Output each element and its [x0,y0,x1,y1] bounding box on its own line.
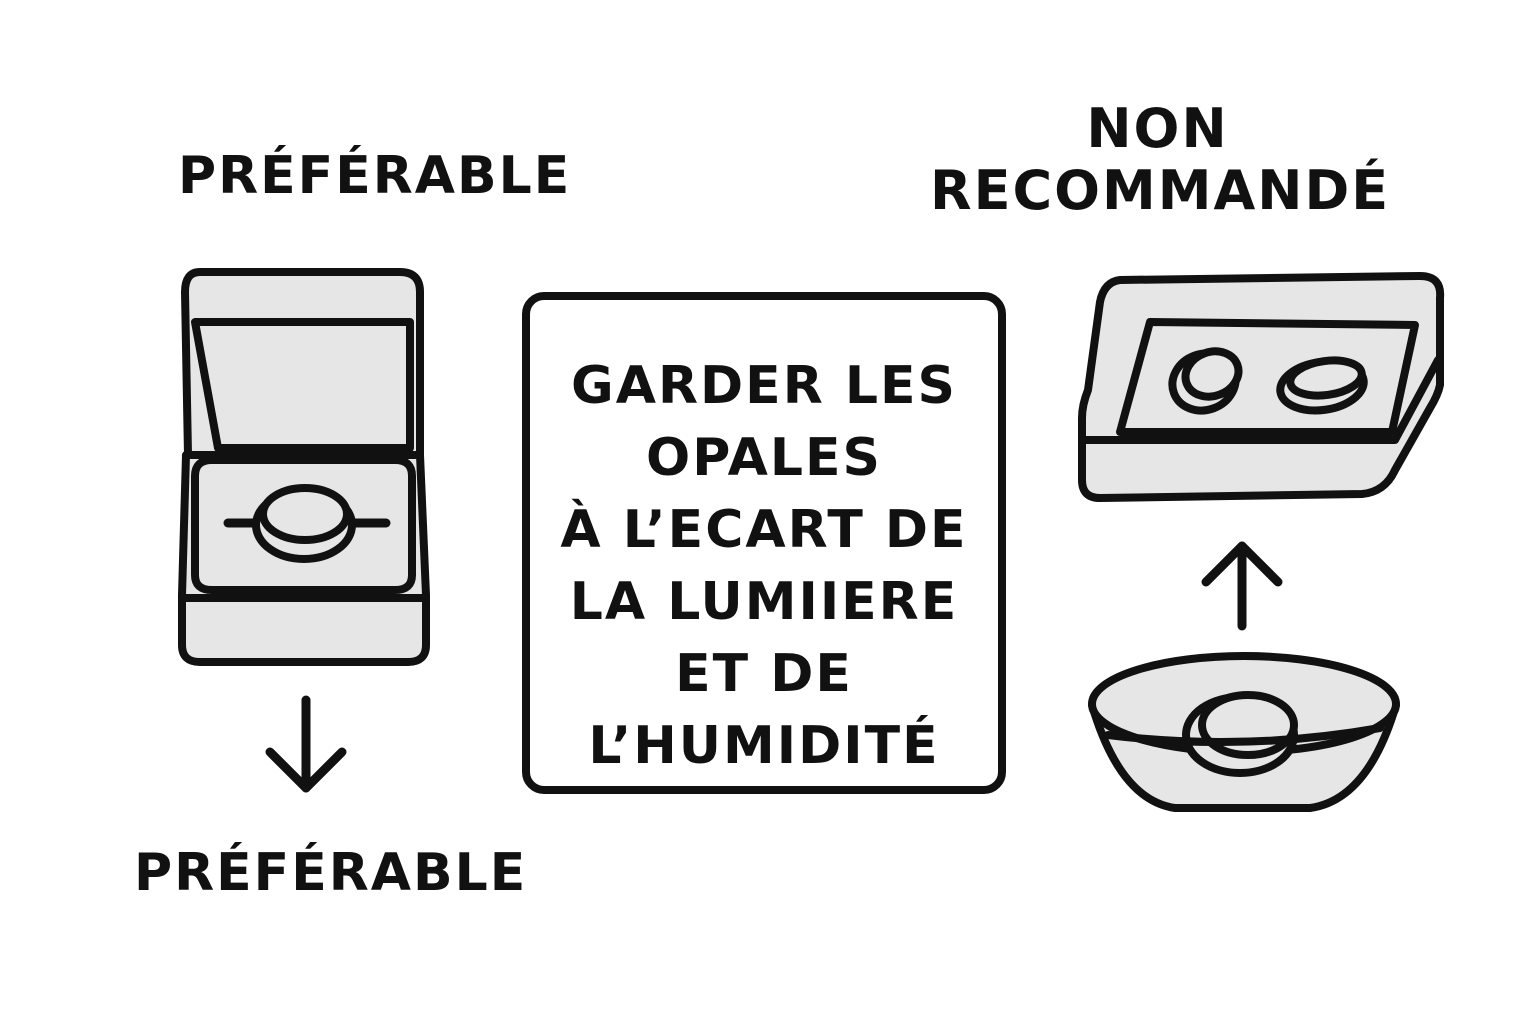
center-message-text: GARDER LES OPALES À L’ECART DE LA LUMIIE… [530,350,998,782]
center-message-line: LA LUMIIERE [569,572,959,632]
arrow-down-icon [265,695,347,793]
center-message-line: OPALES [646,428,882,488]
center-message-box: GARDER LES OPALES À L’ECART DE LA LUMIIE… [522,292,1006,794]
not-recommended-label-line1: NON [1086,97,1229,160]
bowl-with-opal-icon [1088,652,1400,812]
not-recommended-label: NON RECOMMANDÉ [930,97,1391,222]
open-tray-with-opals-icon [1078,272,1445,502]
center-message-line: GARDER LES [571,356,957,416]
arrow-up-icon [1201,541,1283,631]
jewelry-box-with-opal-icon [178,268,430,666]
preferable-label-top: PRÉFÉRABLE [178,146,572,206]
center-message-line: ET DE [675,644,853,704]
preferable-label-bottom: PRÉFÉRABLE [134,843,528,903]
not-recommended-label-line2: RECOMMANDÉ [930,159,1391,222]
center-message-line: À L’ECART DE [560,500,968,560]
center-message-line: L’HUMIDITÉ [588,716,940,776]
